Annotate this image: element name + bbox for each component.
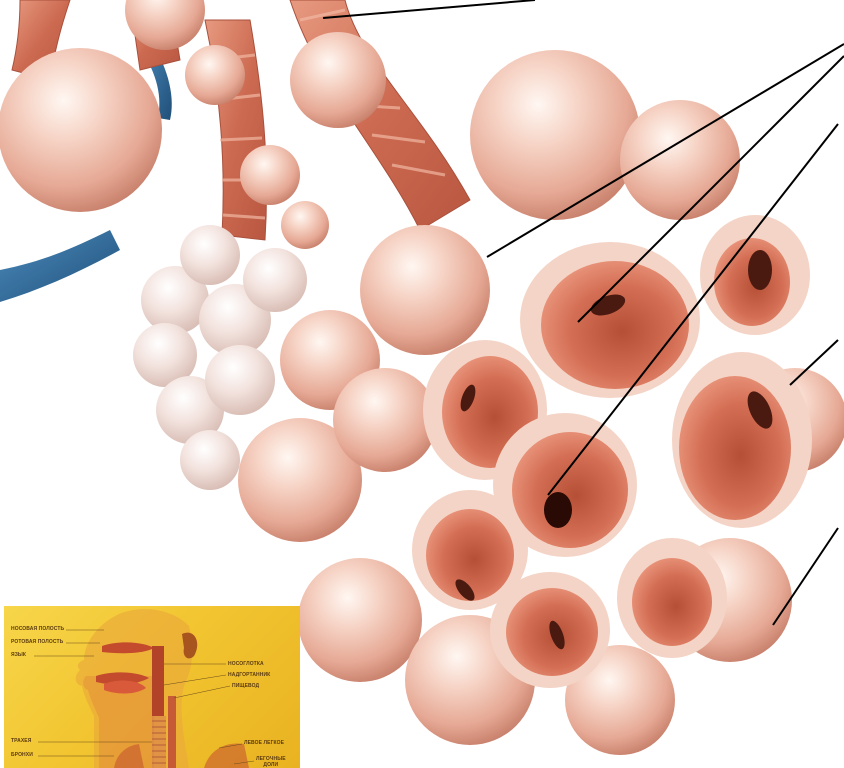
label-tongue: ЯЗЫК (11, 652, 26, 658)
label-bronchi: БРОНХИ (11, 752, 33, 758)
label-nasal-cavity: НОСОВАЯ ПОЛОСТЬ (11, 626, 64, 632)
label-nasopharynx: НОСОГЛОТКА (228, 661, 264, 667)
label-lung-lobes: ЛЕГОЧНЫЕ ДОЛИ (256, 756, 286, 768)
label-trachea: ТРАХЕЯ (11, 738, 31, 744)
label-esophagus: ПИЩЕВОД (232, 683, 259, 689)
label-epiglottis: НАДГОРТАННИК (228, 672, 270, 678)
respiratory-system-inset: НОСОВАЯ ПОЛОСТЬ РОТОВАЯ ПОЛОСТЬ ЯЗЫК ТРА… (4, 606, 300, 768)
label-oral-cavity: РОТОВАЯ ПОЛОСТЬ (11, 639, 63, 645)
label-left-lung: ЛЕВОЕ ЛЕГКОЕ (244, 740, 284, 746)
label-lung-lobes-line2: ДОЛИ (263, 762, 278, 768)
